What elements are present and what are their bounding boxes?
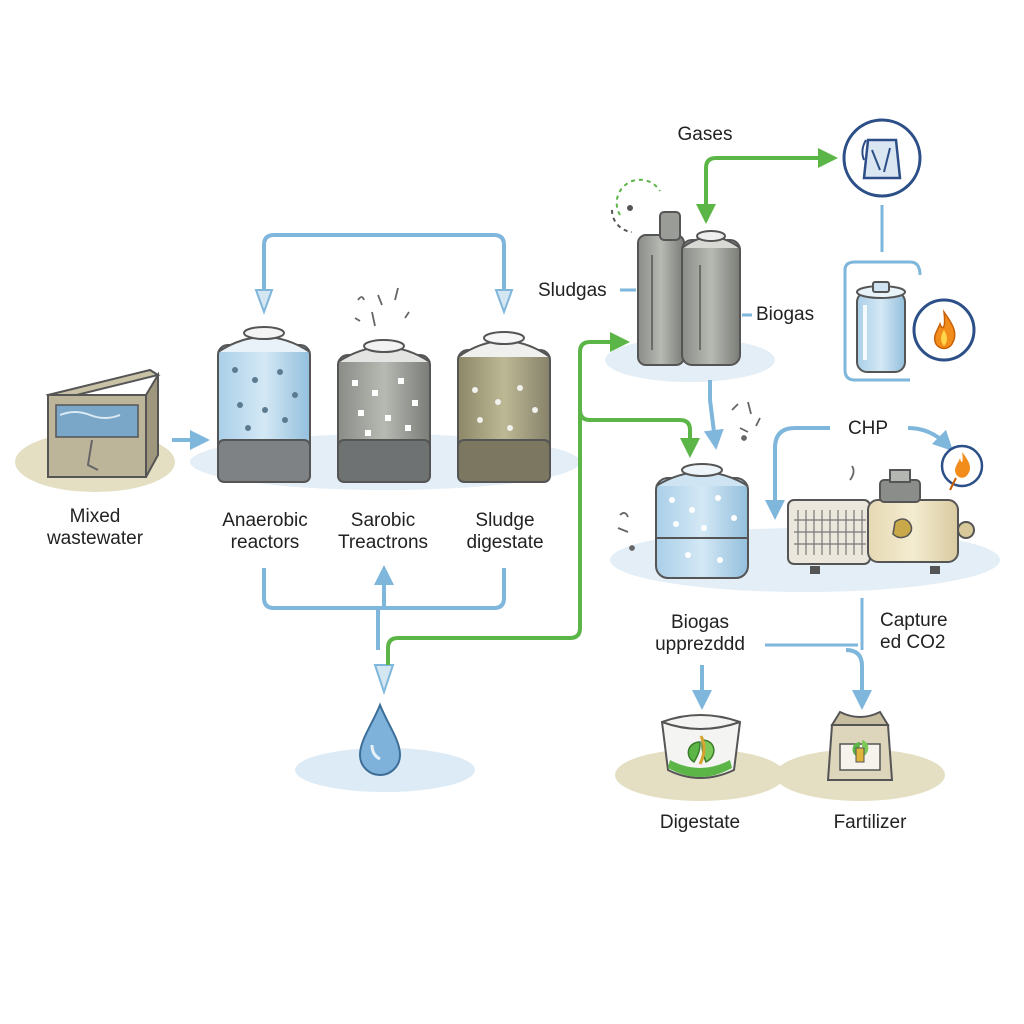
label-sludgas: Sludgas [538, 280, 607, 301]
label-line: Biogas [670, 612, 730, 633]
digester-icon [655, 463, 749, 579]
bag-leaf-icon [660, 714, 742, 779]
reactor-icon [217, 326, 311, 483]
label-line: Capture [880, 610, 948, 631]
label-sludge-digestate: Sludge digestate [440, 510, 570, 554]
label-line: digestate [466, 532, 544, 553]
label-line: Sludge [475, 510, 535, 531]
label-line: reactors [230, 532, 300, 553]
label-line: upprezddd [655, 634, 745, 655]
gas-sensor-icon [610, 178, 661, 233]
engine-icon [787, 469, 975, 574]
label-gases: Gases [677, 124, 733, 145]
flow-arrow [845, 648, 872, 710]
label-digestate: Digestate [659, 812, 741, 833]
pipe [262, 233, 506, 290]
flow-arrow [765, 426, 830, 520]
gas-sensor-icon [842, 118, 922, 198]
gas-cylinder-icon [637, 211, 741, 366]
flow-arrow [907, 426, 954, 452]
pipe [386, 332, 630, 665]
label-fertilizer: Fartilizer [833, 812, 907, 833]
label-anaerobic-reactors: Anaerobic reactors [200, 510, 330, 554]
label-line: Mixed [69, 506, 121, 527]
flow-arrow [703, 380, 724, 450]
label-line: wastewater [46, 528, 144, 549]
label-aerobic-treatment: Sarobic Treactrons [318, 510, 448, 554]
label-mixed-wastewater: Mixed wastewater [30, 506, 160, 550]
pipe [843, 260, 922, 276]
reactor-icon [337, 287, 431, 483]
label-line: Sarobic [350, 510, 416, 531]
fertilizer-bag-icon [826, 710, 894, 781]
label-captured-co2: Capture ed CO2 [880, 610, 948, 654]
valve-icon [373, 664, 395, 696]
pipe [843, 270, 910, 382]
label-chp: CHP [847, 418, 889, 439]
valve-icon [254, 289, 274, 315]
flame-icon [940, 444, 984, 491]
label-line: Treactrons [337, 532, 429, 553]
tank-icon [457, 331, 551, 483]
label-biogas: Biogas [756, 304, 815, 325]
water-drop-icon [358, 702, 402, 776]
pipe [578, 409, 700, 458]
label-line: Anaerobic [222, 510, 308, 531]
flow-arrow [704, 148, 838, 175]
cylinder-icon [856, 281, 906, 373]
label-biogas-upgraded: Biogas upprezddd [630, 612, 770, 656]
flame-icon [912, 298, 976, 362]
label-line: ed CO2 [880, 632, 946, 653]
valve-icon [494, 289, 514, 315]
tank-icon [45, 368, 161, 478]
